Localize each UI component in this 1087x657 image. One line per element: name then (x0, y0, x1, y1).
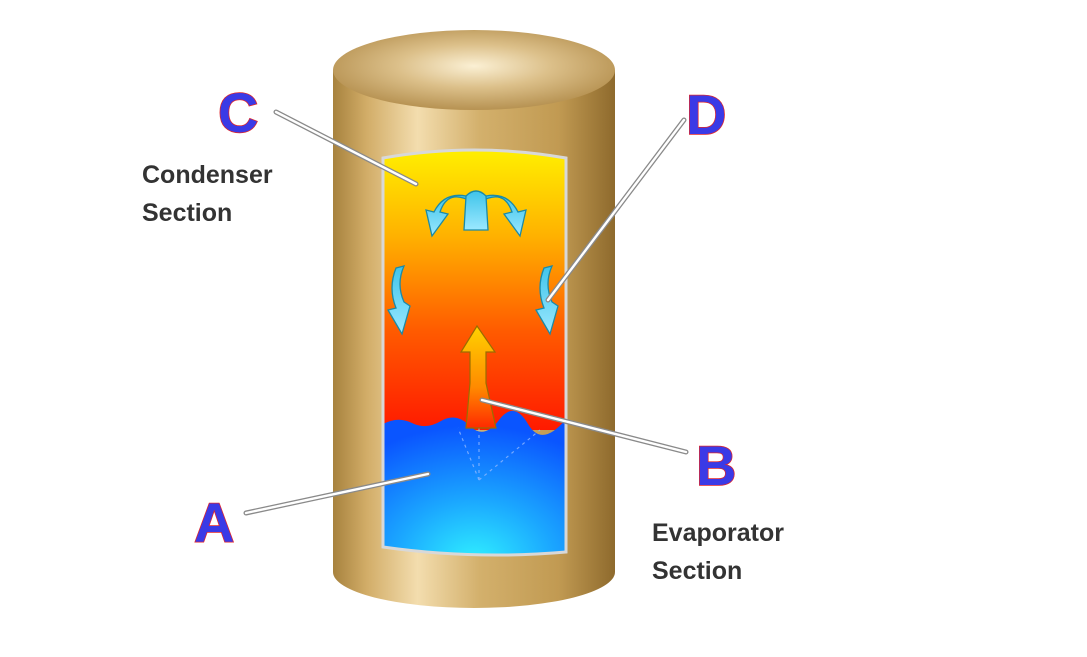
leader-line-b (480, 398, 688, 454)
cylinder-top-cap (333, 30, 615, 110)
leader-lines (243, 109, 689, 516)
label-c: C (218, 81, 258, 144)
liquid-wick-region (383, 410, 566, 556)
condenser-flow-center (463, 190, 489, 231)
boiling-rays (457, 427, 541, 481)
condenser-flow-arrows (425, 190, 527, 238)
label-a: A (194, 491, 234, 554)
label-d: D (686, 83, 726, 146)
label-b: B (696, 434, 736, 497)
leader-line-c (274, 110, 418, 186)
condenser-label-line1: Condenser (142, 161, 273, 189)
condenser-flow-right-arrow (479, 194, 527, 238)
condenser-flow-left-arrow (425, 194, 473, 238)
interior-outline (381, 148, 568, 557)
evaporator-label-line1: Evaporator (652, 519, 784, 547)
evaporator-label-line2: Section (652, 557, 742, 585)
condenser-label-line2: Section (142, 199, 232, 227)
condensate-left-arrow (387, 265, 411, 336)
leader-line-a (244, 472, 430, 515)
leader-line-d (546, 118, 686, 302)
